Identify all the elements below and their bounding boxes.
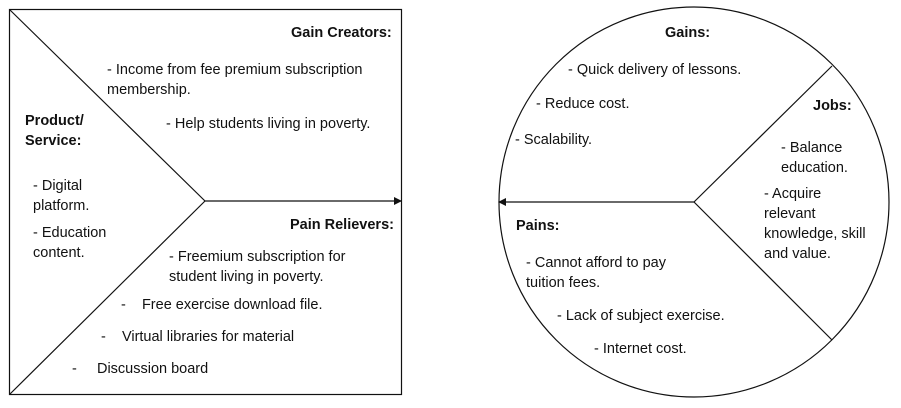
product-service-item: - Education: [33, 225, 107, 241]
pain-reliever-item: - Free exercise download file.: [121, 297, 323, 313]
pain-item: - Lack of subject exercise.: [557, 308, 725, 324]
gain-creator-item: - Help students living in poverty.: [166, 116, 371, 132]
gain-creator-item: - Income from fee premium subscription: [107, 62, 363, 78]
pain-item: - Internet cost.: [594, 341, 687, 357]
job-item: - Balance: [781, 140, 843, 156]
pain-reliever-item: - Freemium subscription for: [169, 249, 346, 265]
product-divider-bottom: [9, 200, 206, 395]
job-item: - Acquire: [764, 186, 822, 202]
gains-title: Gains:: [665, 25, 711, 41]
product-service-title: Service:: [25, 133, 82, 149]
pains-title: Pains:: [516, 218, 560, 234]
job-item: knowledge, skill: [764, 226, 866, 242]
job-item: education.: [781, 160, 848, 176]
product-service-item: content.: [33, 245, 85, 261]
profile-divider-jobs-bottom: [693, 201, 833, 341]
pain-item: tuition fees.: [526, 275, 601, 291]
job-item: relevant: [764, 206, 816, 222]
pain-item: - Cannot afford to pay: [526, 255, 666, 271]
gain-item: - Reduce cost.: [536, 96, 630, 112]
gain-item: - Quick delivery of lessons.: [568, 62, 742, 78]
gain-creators-title: Gain Creators:: [291, 25, 392, 41]
job-item: and value.: [764, 246, 831, 262]
pain-reliever-item: student living in poverty.: [169, 269, 324, 285]
product-service-title: Product/: [25, 113, 84, 129]
product-service-item: platform.: [33, 198, 90, 214]
jobs-title: Jobs:: [813, 98, 852, 114]
product-divider-top: [9, 9, 206, 202]
profile-divider-jobs-top: [693, 65, 833, 203]
product-service-item: - Digital: [33, 178, 83, 194]
pain-relievers-title: Pain Relievers:: [290, 217, 394, 233]
gain-creator-item: membership.: [107, 82, 191, 98]
gain-item: - Scalability.: [515, 132, 593, 148]
pain-reliever-item: - Discussion board: [72, 361, 209, 377]
pain-reliever-item: - Virtual libraries for material: [101, 329, 295, 345]
